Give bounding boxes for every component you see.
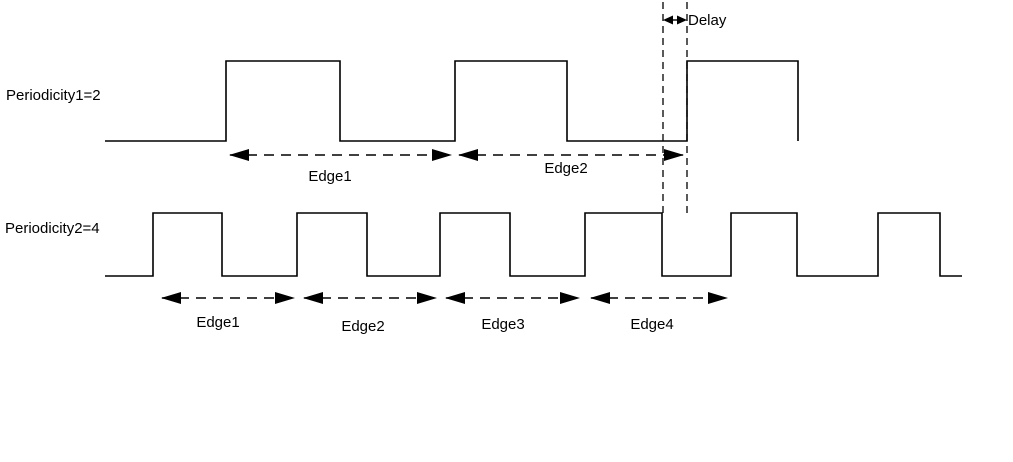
delay-arrowhead-right-icon: [677, 15, 687, 25]
waveform2-edge3-label: Edge3: [481, 316, 524, 333]
waveform2-label: Periodicity2=4: [5, 220, 100, 237]
waveform2-edge2-label: Edge2: [341, 318, 384, 335]
delay-span-arrow: [663, 15, 687, 25]
waveform1-edge1-label: Edge1: [308, 168, 351, 185]
waveform1-edge2-label: Edge2: [544, 160, 587, 177]
delay-label: Delay: [688, 12, 727, 29]
waveform2-edge1-label: Edge1: [196, 314, 239, 331]
waveform1-trace: [105, 60, 799, 142]
waveform2-edge4-label: Edge4: [630, 316, 673, 333]
delay-arrowhead-left-icon: [663, 15, 673, 25]
waveform1-label: Periodicity1=2: [6, 87, 101, 104]
waveform2-trace: [105, 212, 962, 277]
